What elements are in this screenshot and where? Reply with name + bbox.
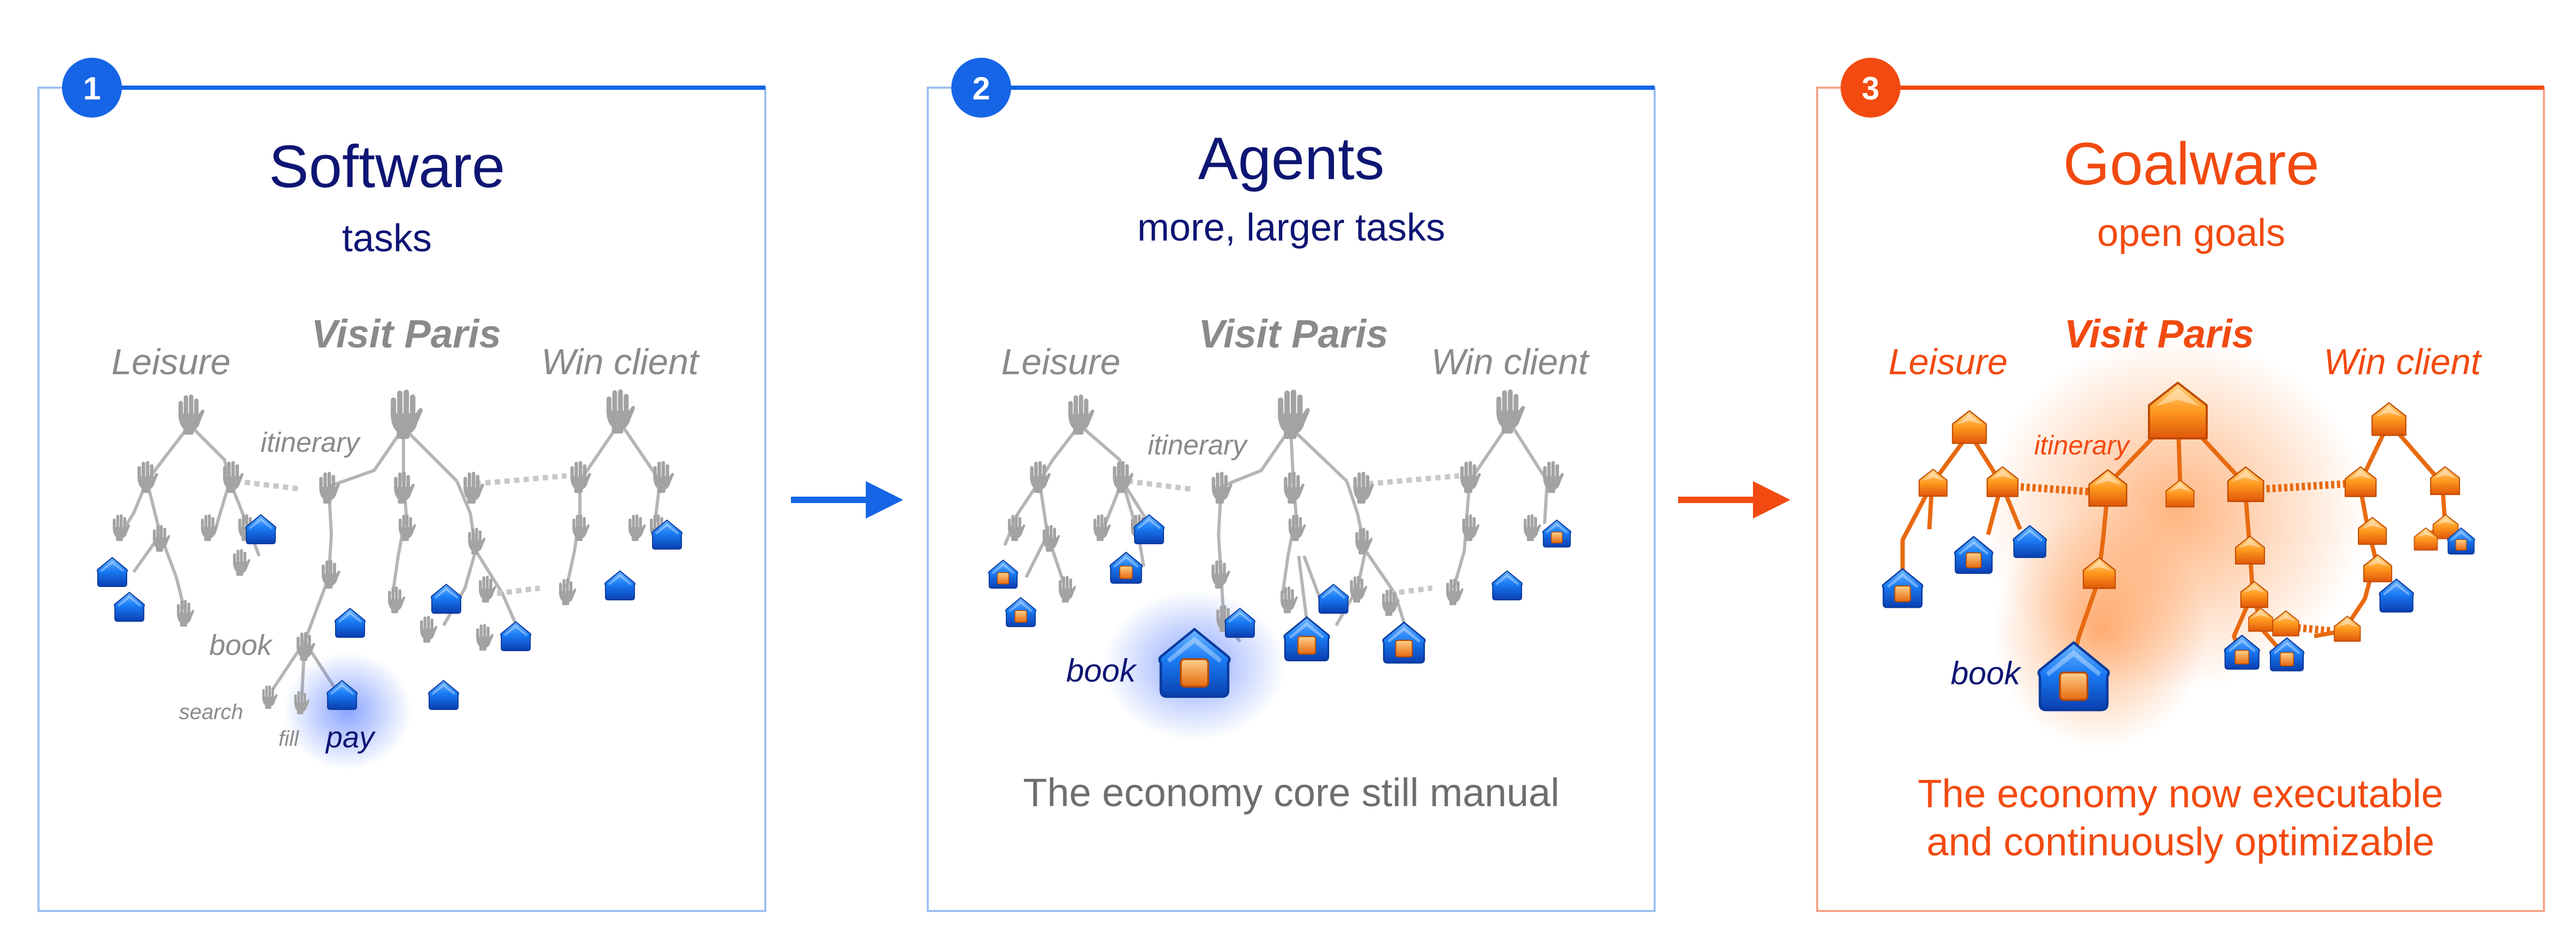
panel-subtitle: tasks xyxy=(342,217,432,260)
panel-caption: The economy core still manual xyxy=(1023,770,1559,815)
pay-glow xyxy=(283,652,412,770)
task-label-itinerary: itinerary xyxy=(1148,430,1248,461)
task-label-itinerary: itinerary xyxy=(261,427,361,458)
goal-label-leisure: Leisure xyxy=(1001,342,1120,382)
cross-links xyxy=(2014,480,2347,635)
goal-label-visit-paris: Visit Paris xyxy=(2064,312,2254,356)
step-number: 1 xyxy=(83,71,100,106)
panel-title: Software xyxy=(269,133,505,200)
task-label-search: search xyxy=(179,700,243,724)
goal-label-visit-paris: Visit Paris xyxy=(311,312,501,356)
goal-label-win-client: Win client xyxy=(541,342,700,382)
panel-subtitle: more, larger tasks xyxy=(1137,206,1445,249)
step-number: 2 xyxy=(972,71,990,106)
goal-label-leisure: Leisure xyxy=(111,342,230,382)
task-label-book: book xyxy=(209,629,273,661)
step-badge xyxy=(62,58,122,118)
arrow-right-icon xyxy=(791,481,903,519)
task-label-pay: pay xyxy=(325,720,376,754)
task-label-book: book xyxy=(1066,653,1137,689)
panel-caption-line-1: The economy now executable xyxy=(1918,771,2443,816)
goal-label-win-client: Win client xyxy=(1431,342,1590,382)
panel-title: Goalware xyxy=(2063,130,2319,197)
panel-agents: 2 Agents more, larger tasks Leisure Visi… xyxy=(927,58,1656,912)
task-label-book: book xyxy=(1951,655,2022,691)
goal-label-leisure: Leisure xyxy=(1888,342,2007,382)
arrow-right-icon xyxy=(1678,481,1790,519)
panel-title: Agents xyxy=(1198,125,1385,192)
cross-links xyxy=(1127,473,1460,596)
panel-goalware: 3 Goalware open goals Leisure Visit Pari… xyxy=(1816,58,2545,912)
panel-subtitle: open goals xyxy=(2097,212,2285,254)
step-badge xyxy=(951,58,1011,118)
step-badge xyxy=(1841,58,1900,118)
panel-software: 1 Software tasks Leisure Visit Paris Win… xyxy=(37,58,766,912)
step-number: 3 xyxy=(1861,71,1879,106)
panel-caption-line-2: and continuously optimizable xyxy=(1927,820,2434,864)
task-label-itinerary: itinerary xyxy=(2034,430,2131,460)
goal-label-visit-paris: Visit Paris xyxy=(1198,312,1388,356)
goal-label-win-client: Win client xyxy=(2324,342,2482,382)
cross-links xyxy=(235,473,567,596)
